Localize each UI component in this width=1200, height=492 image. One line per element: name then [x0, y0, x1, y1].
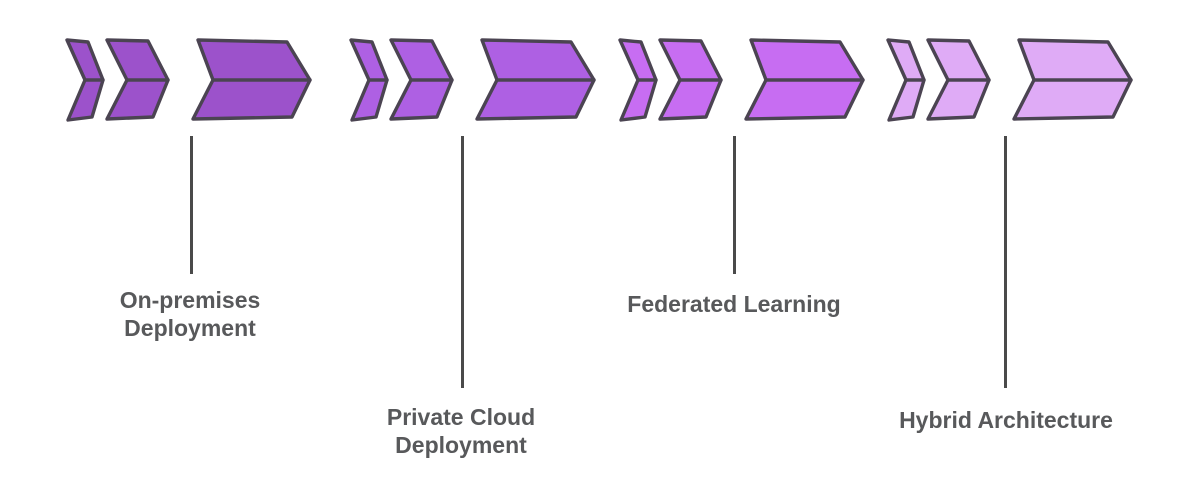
- stage-label-line2: Deployment: [124, 315, 256, 341]
- stage-label-line1: Federated Learning: [627, 291, 841, 317]
- connector-line: [190, 136, 193, 274]
- connector-line: [461, 136, 464, 388]
- stage-1-chevrons: [65, 38, 312, 122]
- connector-line: [1004, 136, 1007, 388]
- stage-label: Federated Learning: [584, 290, 884, 318]
- stage-4-chevrons: [886, 38, 1133, 122]
- connector-line: [733, 136, 736, 274]
- stage-label: On-premises Deployment: [40, 286, 340, 342]
- stage-label-line2: Deployment: [395, 432, 527, 458]
- stage-label-line1: Hybrid Architecture: [899, 407, 1113, 433]
- stage-3-chevrons: [618, 38, 865, 122]
- stage-label-line1: Private Cloud: [386, 404, 536, 430]
- stage-label-line1: On-premises: [119, 287, 261, 313]
- stage-label: Hybrid Architecture: [856, 406, 1156, 434]
- stage-label: Private Cloud Deployment: [311, 403, 611, 459]
- stage-2-chevrons: [349, 38, 596, 122]
